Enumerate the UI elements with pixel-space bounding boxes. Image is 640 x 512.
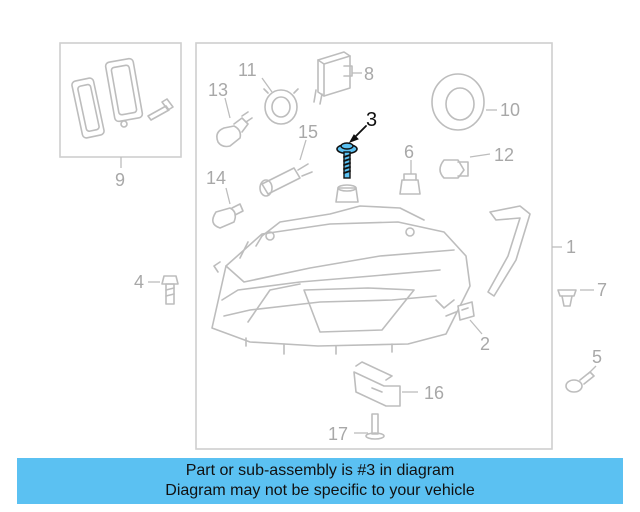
note-line-2: Diagram may not be specific to your vehi… xyxy=(165,482,475,499)
callout-11: 11 xyxy=(238,60,257,80)
callout-3: 3 xyxy=(366,109,377,131)
headlamp-housing-icon xyxy=(211,205,471,355)
callout-6: 6 xyxy=(404,142,414,162)
socket-ring-icon xyxy=(263,88,299,125)
diagram-note-banner: Part or sub-assembly is #3 in diagram Di… xyxy=(17,458,623,504)
socket-icon xyxy=(335,184,359,203)
bolt-17-icon xyxy=(365,413,385,440)
callout-14: 14 xyxy=(206,168,226,188)
callout-17: 17 xyxy=(328,424,348,444)
callout-13: 13 xyxy=(208,80,228,100)
callout-15: 15 xyxy=(298,122,318,142)
bulb-14-icon xyxy=(212,203,244,229)
bolt-4-icon xyxy=(161,275,179,305)
bulb-15-icon xyxy=(259,163,313,197)
screw-5-icon xyxy=(565,371,595,393)
callout-1: 1 xyxy=(566,237,576,257)
callout-16: 16 xyxy=(424,383,444,403)
bulb-12-icon xyxy=(439,159,469,179)
note-line-1: Part or sub-assembly is #3 in diagram xyxy=(185,462,455,479)
callout-4: 4 xyxy=(134,272,144,292)
trim-strip-icon xyxy=(487,205,531,297)
clip-7-icon xyxy=(557,289,577,307)
callout-7: 7 xyxy=(597,280,607,300)
callout-8: 8 xyxy=(364,64,374,84)
callout-12: 12 xyxy=(494,145,514,165)
assembly-box xyxy=(195,42,553,450)
clip-2-icon xyxy=(457,301,475,321)
bulb-13-icon xyxy=(216,111,253,148)
socket-6-icon xyxy=(399,173,421,195)
dust-cap-icon xyxy=(431,73,485,131)
callout-2: 2 xyxy=(480,334,490,354)
bracket-16-icon xyxy=(353,361,401,407)
control-module-icon xyxy=(313,51,353,105)
screw-3-icon xyxy=(336,142,358,179)
callout-10: 10 xyxy=(500,100,520,120)
callout-5: 5 xyxy=(592,347,602,367)
gasket-kit-icon xyxy=(71,57,174,139)
callout-9: 9 xyxy=(115,170,125,190)
